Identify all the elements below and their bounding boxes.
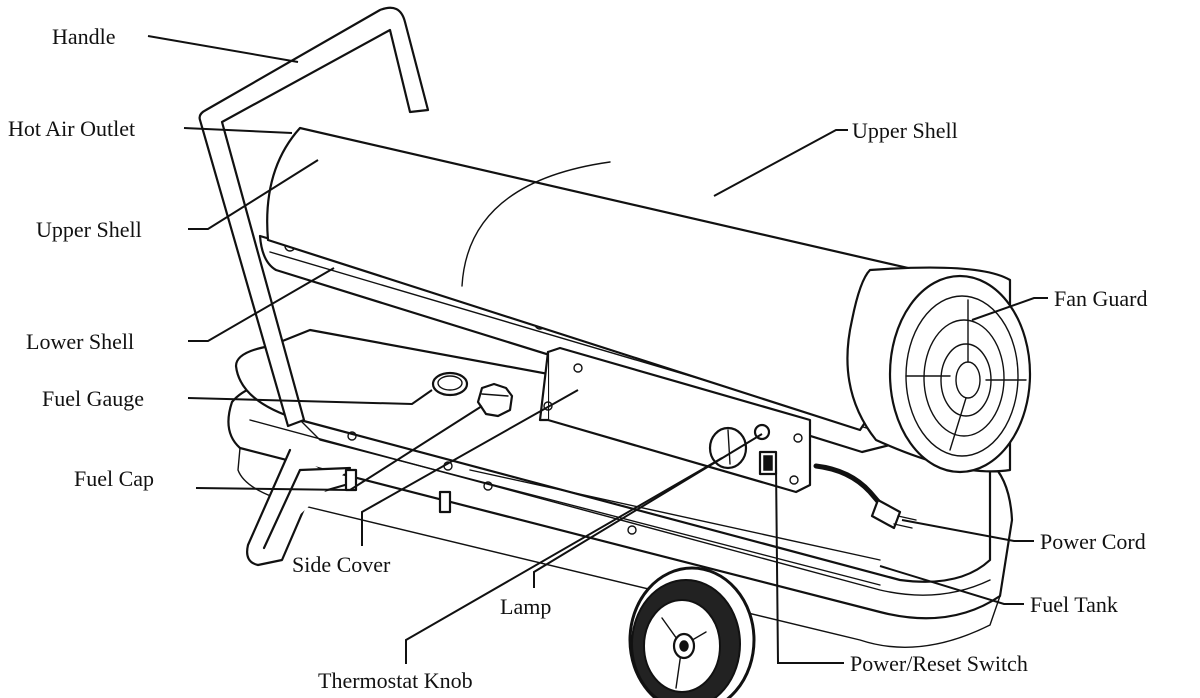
leader-hot-air-outlet xyxy=(183,127,293,134)
fan-guard-drawing xyxy=(888,274,1032,474)
leader-lower-shell xyxy=(188,267,335,342)
label-fuel-gauge: Fuel Gauge xyxy=(42,386,144,411)
handle-drawing xyxy=(198,6,430,428)
leader-fuel-cap xyxy=(195,405,483,492)
label-lamp: Lamp xyxy=(500,594,551,619)
leader-thermostat-knob xyxy=(405,457,723,664)
leader-fuel-gauge xyxy=(187,389,433,406)
part-labels: Handle Hot Air Outlet Upper Shell Upper … xyxy=(8,24,1147,693)
leader-side-cover xyxy=(361,389,579,546)
leader-power-reset-switch xyxy=(775,465,844,664)
label-upper-shell-right: Upper Shell xyxy=(852,118,958,143)
label-fuel-tank: Fuel Tank xyxy=(1030,592,1118,617)
controls-drawing xyxy=(708,423,778,476)
leader-power-cord xyxy=(901,519,1034,542)
power-cord-drawing xyxy=(813,463,917,530)
wheel-drawing xyxy=(628,566,756,698)
label-thermostat-knob: Thermostat Knob xyxy=(318,668,473,693)
label-lower-shell: Lower Shell xyxy=(26,329,134,354)
label-power-cord: Power Cord xyxy=(1040,529,1146,554)
label-handle: Handle xyxy=(52,24,116,49)
label-fuel-cap: Fuel Cap xyxy=(74,466,154,491)
label-fan-guard: Fan Guard xyxy=(1054,286,1147,311)
leader-fan-guard xyxy=(971,297,1048,321)
fuel-gauge-cap-drawing xyxy=(431,371,514,418)
label-hot-air-outlet: Hot Air Outlet xyxy=(8,116,135,141)
leader-upper-shell-left xyxy=(188,159,319,230)
label-power-reset-switch: Power/Reset Switch xyxy=(850,651,1028,676)
leader-lamp xyxy=(533,433,763,588)
leader-upper-shell-right xyxy=(713,129,848,197)
leader-lines xyxy=(147,35,1048,664)
leader-fuel-tank xyxy=(879,565,1024,605)
label-side-cover: Side Cover xyxy=(292,552,391,577)
label-upper-shell-left: Upper Shell xyxy=(36,217,142,242)
leader-handle xyxy=(147,35,299,63)
